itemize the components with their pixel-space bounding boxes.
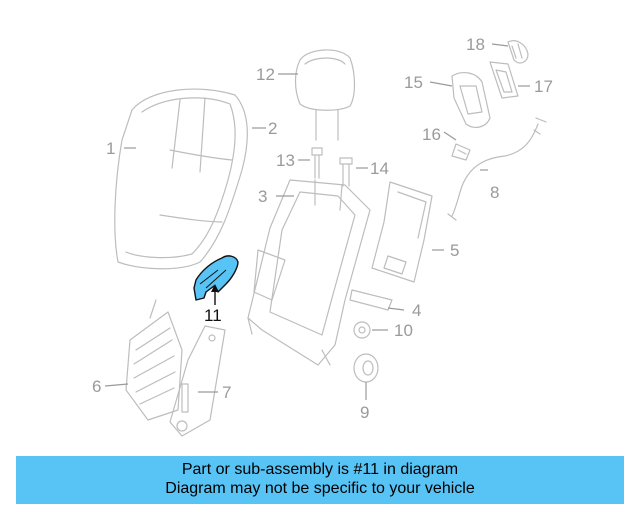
callout-8: 8 [490, 183, 499, 202]
callout-2: 2 [268, 119, 277, 138]
part-12-headrest [294, 49, 356, 141]
callout-15: 15 [404, 73, 423, 92]
callout-17: 17 [534, 77, 553, 96]
banner-line-2: Diagram may not be specific to your vehi… [165, 480, 475, 497]
part-9-knob [353, 353, 379, 383]
banner-line-1: Part or sub-assembly is #11 in diagram [181, 461, 459, 478]
callout-14: 14 [370, 159, 389, 178]
leader-lines [104, 43, 530, 400]
part-6-side-panel [125, 299, 183, 421]
callout-18: 18 [466, 35, 485, 54]
part-15-handle-bezel [451, 72, 491, 128]
part-16-clip [451, 143, 471, 161]
part-8-cable [447, 117, 547, 221]
part-3-seatback-frame [247, 179, 371, 366]
callout-13: 13 [276, 151, 295, 170]
callout-9: 9 [360, 403, 369, 422]
part-10-knob [353, 321, 371, 339]
callout-5: 5 [450, 241, 459, 260]
callout-4: 4 [412, 301, 421, 320]
part-13-bolt [311, 147, 323, 179]
part-4-cross-bar [349, 289, 393, 311]
callout-6: 6 [92, 377, 101, 396]
part-14-bolt [339, 157, 353, 187]
callout-16: 16 [422, 125, 441, 144]
info-banner: Part or sub-assembly is #11 in diagram D… [16, 456, 624, 504]
part-18-cap [507, 40, 529, 64]
callout-12: 12 [256, 65, 275, 84]
callout-labels: 1 2 3 4 5 6 7 8 9 10 11 12 13 14 15 16 1… [92, 35, 553, 422]
callout-10: 10 [394, 321, 413, 340]
part-17-handle [489, 61, 519, 99]
part-1-seatback-cushion [114, 88, 248, 270]
part-7-bracket [169, 325, 226, 437]
callout-1: 1 [106, 139, 115, 158]
part-11-highlighted [193, 255, 239, 301]
callout-7: 7 [222, 383, 231, 402]
part-5-back-panel [371, 181, 433, 283]
callout-3: 3 [258, 187, 267, 206]
callout-11: 11 [204, 306, 222, 325]
